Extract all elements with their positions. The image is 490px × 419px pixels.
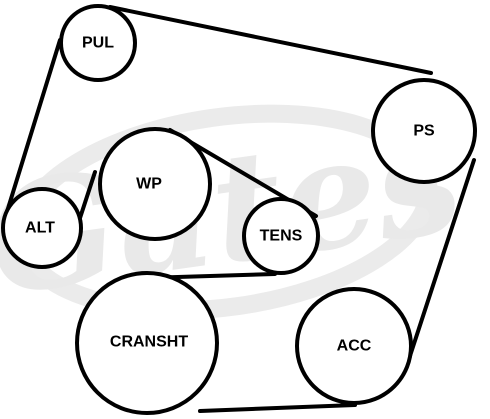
pulley-ps-label: PS (413, 123, 435, 140)
pulley-tens-label: TENS (260, 228, 303, 245)
pulley-acc: ACC (295, 287, 413, 405)
pulley-pul-label: PUL (82, 35, 114, 52)
pulley-acc-circle (295, 287, 413, 405)
pulley-cransht-label: CRANSHT (110, 334, 188, 351)
pulley-alt: ALT (1, 187, 83, 269)
belt-segment-wp-alt (78, 170, 97, 220)
pulley-ps-circle (371, 78, 477, 184)
pulley-pul: PUL (59, 4, 137, 82)
pulley-alt-circle (1, 187, 83, 269)
pulley-cransht-circle (75, 271, 219, 415)
belt-segment-alt-pul (4, 38, 62, 217)
pulley-tens-circle (242, 197, 320, 275)
pulley-acc-label: ACC (337, 338, 372, 355)
pulley-cransht: CRANSHT (75, 271, 219, 415)
pulley-wp-label: WP (136, 176, 162, 193)
pulley-wp: WP (98, 127, 212, 241)
pulley-pul-circle (59, 4, 137, 82)
belt-segment-pul-ps (108, 5, 433, 75)
pulley-tens: TENS (242, 197, 320, 275)
belt-segment-ps-acc (406, 158, 476, 364)
pulley-wp-circle (98, 127, 212, 241)
pulley-ps: PS (371, 78, 477, 184)
belt-segment-acc-cransht (198, 403, 357, 413)
pulley-alt-label: ALT (25, 220, 55, 237)
